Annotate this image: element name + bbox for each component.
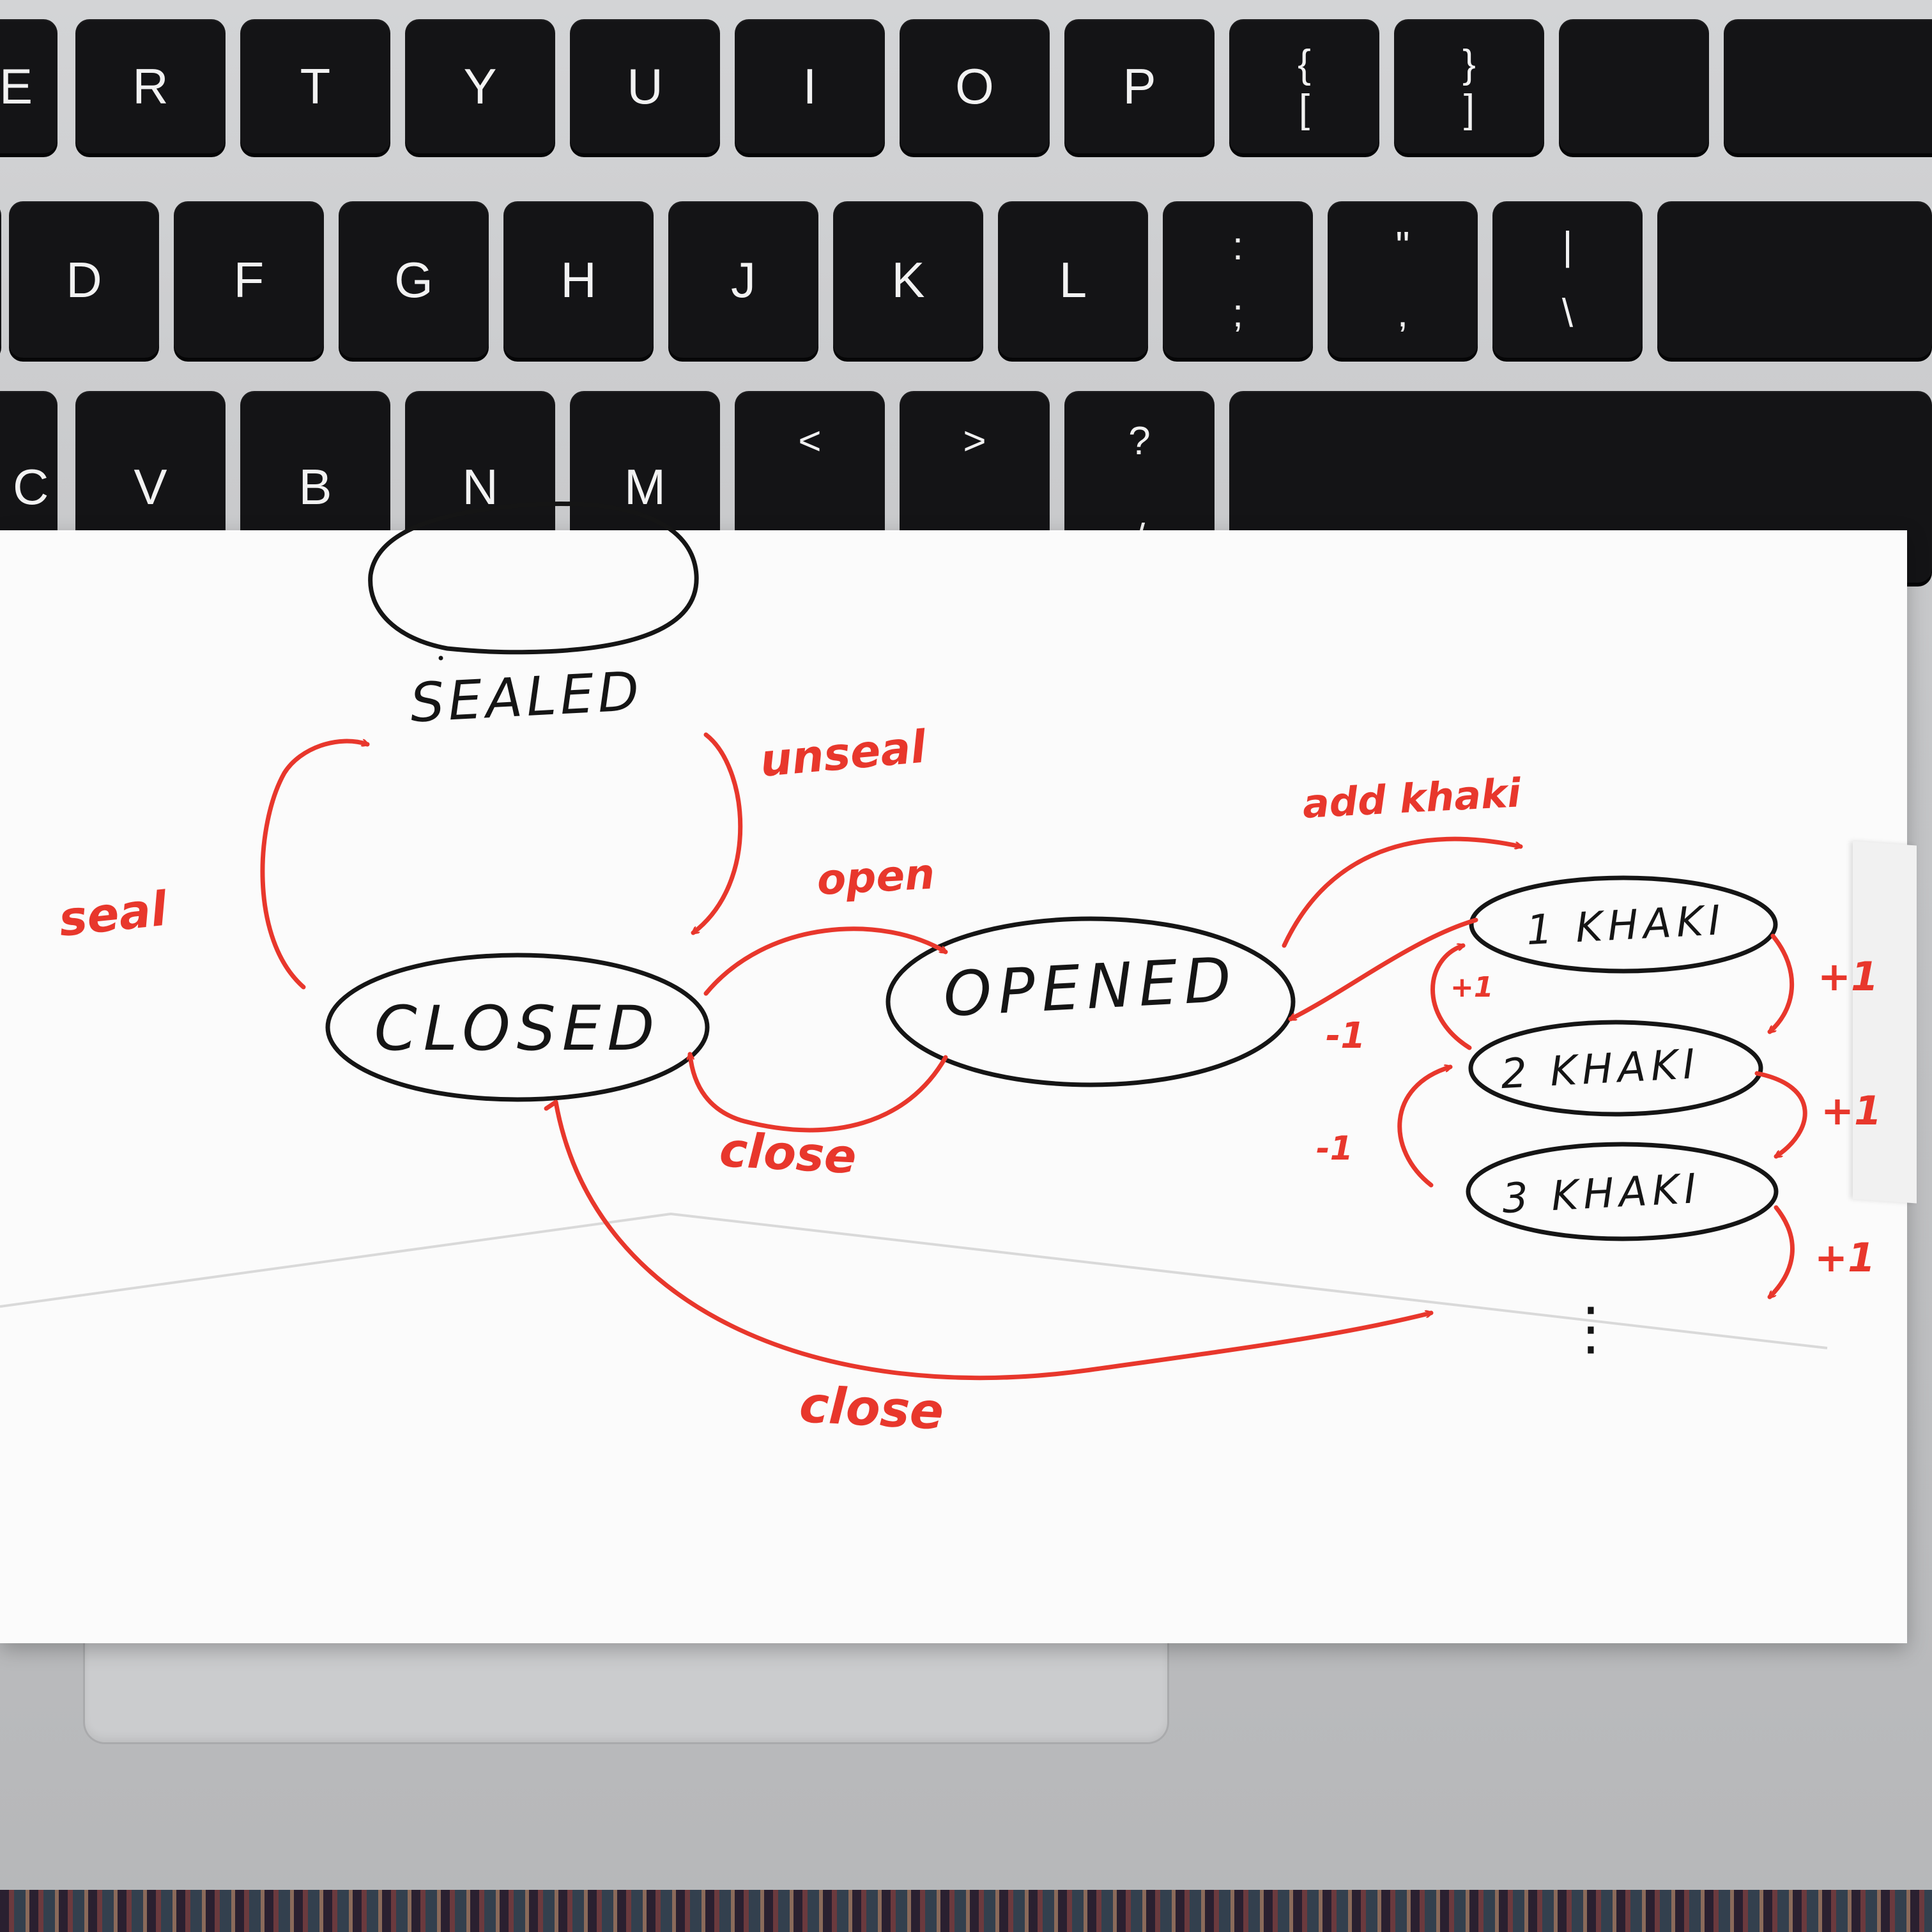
key-top-label: "	[1395, 224, 1410, 268]
arrow-1khaki-minus	[1291, 917, 1478, 1022]
key-y[interactable]: Y	[405, 19, 555, 153]
key-e[interactable]: E	[0, 19, 57, 153]
key-bottom-label: \	[1561, 291, 1574, 335]
key-bottom-label: ;	[1232, 291, 1244, 335]
key-p[interactable]: P	[1064, 19, 1215, 153]
label-3khaki-back: -1	[1316, 1130, 1353, 1168]
label-add-khaki: add khaki	[1301, 769, 1522, 827]
key-u[interactable]: U	[570, 19, 720, 153]
arrow-2khaki-back	[1430, 946, 1472, 1050]
state-sealed-outline	[368, 501, 699, 661]
key-partial-right[interactable]	[1724, 19, 1932, 153]
key-label: T	[300, 58, 331, 114]
arrow-add-khaki	[1282, 836, 1521, 948]
key-backslash-row1[interactable]	[1559, 19, 1709, 153]
state-3khaki-outline	[1466, 1142, 1779, 1241]
label-1khaki-plus: +1	[1818, 953, 1878, 1000]
key-label: O	[955, 58, 994, 114]
arrow-close-khaki-tail	[544, 1100, 558, 1111]
key-d[interactable]: D	[9, 201, 159, 358]
key-j[interactable]: J	[668, 201, 818, 358]
envelope-seam	[0, 1212, 1828, 1349]
envelope	[0, 530, 1907, 1643]
arrow-unseal	[693, 732, 743, 933]
key-label: F	[233, 251, 264, 308]
state-opened-label: OPENED	[942, 944, 1239, 1031]
state-sealed-label: SEALED	[409, 660, 645, 735]
arrow-3khaki-plus	[1770, 1205, 1795, 1297]
key-g[interactable]: G	[339, 201, 489, 358]
key-bottom-label: ,	[1397, 291, 1409, 335]
key-quote[interactable]: ",	[1328, 201, 1478, 358]
key-label: G	[394, 251, 433, 308]
key-partial-left[interactable]	[0, 201, 1, 358]
label-close-khaki: close	[798, 1376, 945, 1441]
label-3khaki-plus: +1	[1814, 1234, 1875, 1281]
state-ellipsis: ⋮	[1562, 1295, 1620, 1362]
key-r[interactable]: R	[75, 19, 226, 153]
state-2khaki-label: 2 KHAKI	[1499, 1041, 1701, 1098]
label-2khaki-back: +1	[1450, 971, 1493, 1004]
label-seal: seal	[56, 881, 171, 947]
key-right-bracket[interactable]: }]	[1394, 19, 1544, 153]
arrow-open	[703, 926, 946, 996]
key-semicolon[interactable]: :;	[1163, 201, 1313, 358]
state-2khaki-outline	[1468, 1020, 1763, 1117]
state-1khaki-outline	[1469, 875, 1778, 974]
key-return[interactable]	[1657, 201, 1932, 358]
key-label: R	[132, 58, 169, 114]
state-opened-outline	[885, 916, 1296, 1087]
key-label: L	[1059, 251, 1087, 308]
key-left-bracket[interactable]: {[	[1229, 19, 1379, 153]
key-f[interactable]: F	[174, 201, 324, 358]
state-closed-label: CLOSED	[374, 993, 661, 1064]
state-closed-outline	[325, 953, 710, 1102]
arrow-2khaki-plus	[1754, 1071, 1807, 1159]
key-l[interactable]: L	[998, 201, 1148, 358]
label-2khaki-plus: +1	[1821, 1087, 1882, 1134]
key-label: H	[560, 251, 597, 308]
label-open: open	[816, 849, 936, 905]
key-label: V	[134, 459, 167, 515]
arrow-close-from-khaki	[553, 1100, 1431, 1381]
key-k[interactable]: K	[833, 201, 983, 358]
arrow-1khaki-plus	[1770, 933, 1795, 1032]
key-h[interactable]: H	[503, 201, 654, 358]
key-o[interactable]: O	[900, 19, 1050, 153]
key-top-label: >	[963, 419, 986, 463]
key-label: B	[298, 459, 332, 515]
label-close-opened: close	[718, 1123, 858, 1184]
key-backslash[interactable]: |\	[1492, 201, 1643, 358]
key-top-label: ?	[1128, 419, 1151, 463]
key-label: N	[462, 459, 498, 515]
key-label: I	[802, 58, 817, 114]
key-top-label: <	[798, 419, 822, 463]
label-unseal: unseal	[758, 720, 928, 786]
key-label: K	[891, 251, 925, 308]
label-opened-minus: -1	[1326, 1015, 1365, 1057]
key-label: D	[66, 251, 102, 308]
key-label: Y	[463, 58, 497, 114]
fabric-strip	[0, 1890, 1932, 1932]
key-i[interactable]: I	[735, 19, 885, 153]
key-top-label: |	[1562, 224, 1573, 268]
key-top-label: :	[1232, 224, 1244, 268]
key-label: J	[731, 251, 756, 308]
state-3khaki-label: 3 KHAKI	[1501, 1165, 1702, 1223]
key-label: U	[627, 58, 663, 114]
arrow-close-from-opened	[690, 1054, 948, 1133]
key-t[interactable]: T	[240, 19, 390, 153]
arrow-seal	[260, 741, 367, 990]
key-label: P	[1123, 58, 1156, 114]
key-bottom-label: ]	[1463, 87, 1475, 131]
key-top-label: }	[1462, 42, 1476, 86]
key-label: C	[13, 459, 49, 515]
key-bottom-label: [	[1298, 87, 1310, 131]
key-top-label: {	[1298, 42, 1311, 86]
arrow-3khaki-back	[1397, 1067, 1450, 1188]
state-1khaki-label: 1 KHAKI	[1525, 897, 1726, 954]
key-label: E	[0, 58, 33, 114]
key-label: M	[624, 459, 666, 515]
